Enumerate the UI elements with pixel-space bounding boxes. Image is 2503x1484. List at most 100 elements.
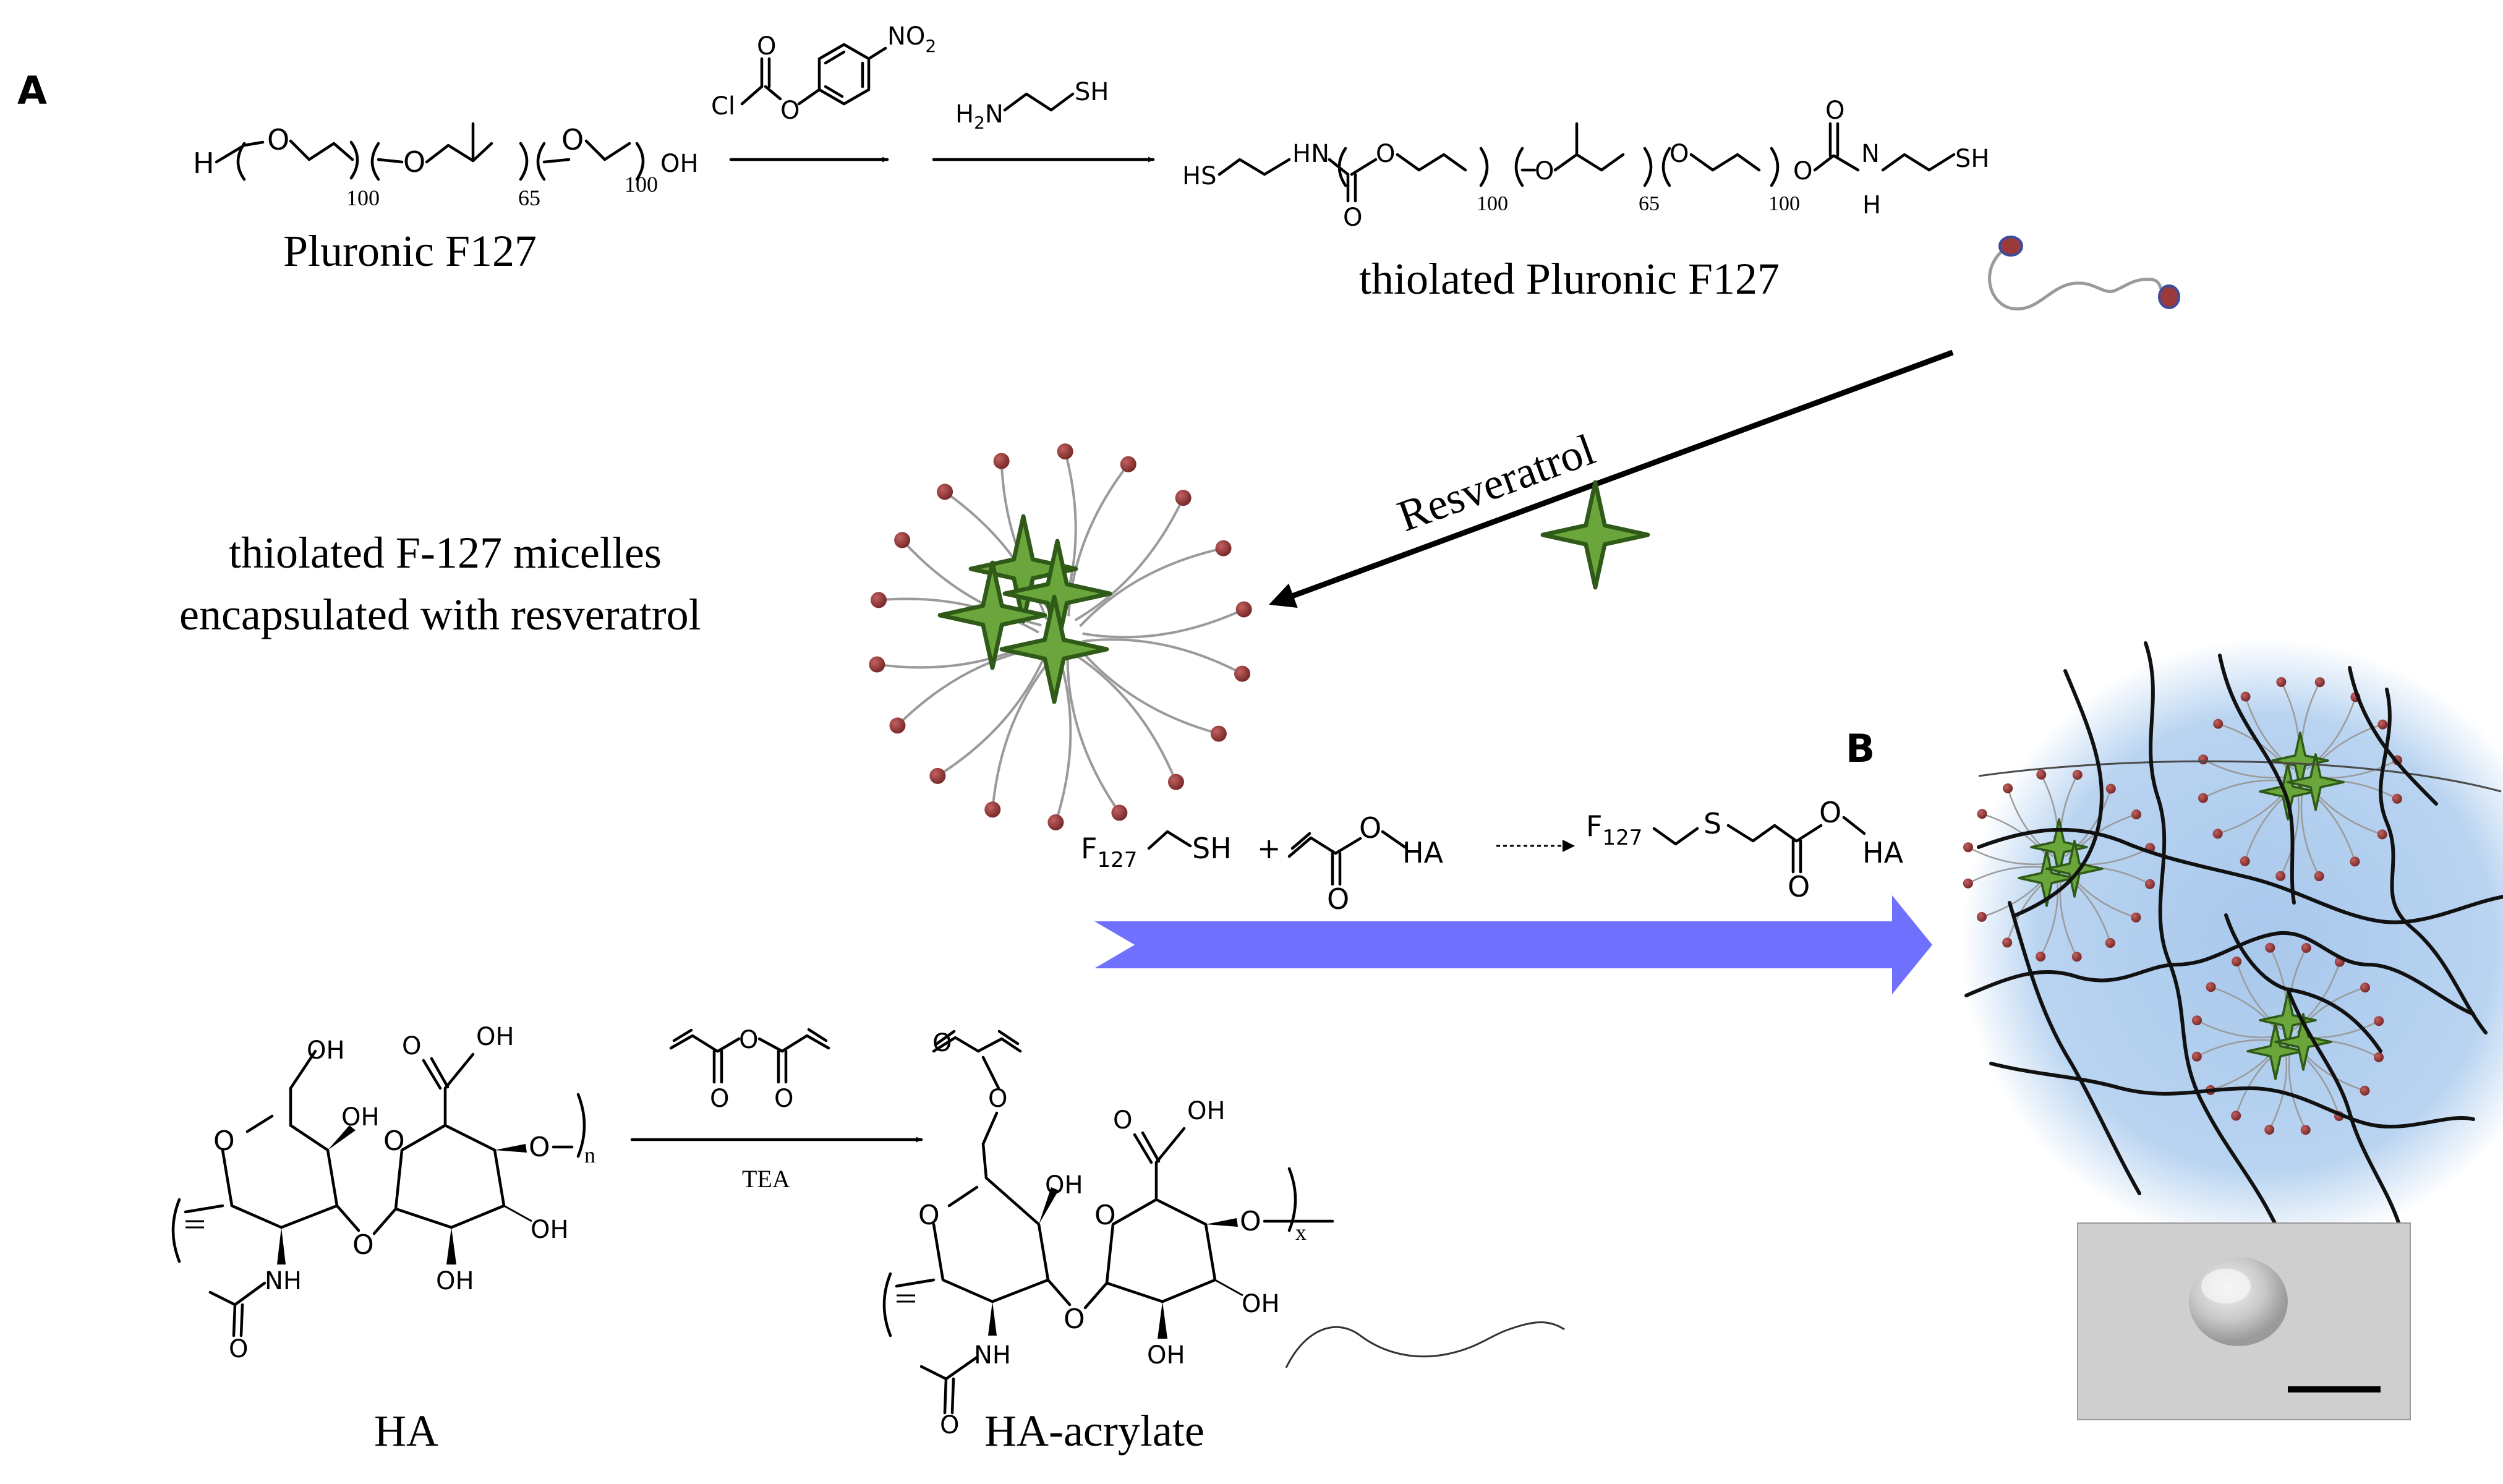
- hac-o-ring2: O: [1094, 1200, 1116, 1231]
- ha-sub-n: n: [584, 1143, 595, 1167]
- thiol-bead: [2212, 829, 2223, 839]
- thiol-bead: [2360, 983, 2371, 993]
- f127-o3: O: [561, 123, 584, 156]
- thiolated-f127-name: thiolated Pluronic F127: [1359, 254, 1780, 304]
- eq-f127-left: F127: [1081, 832, 1137, 872]
- f127-sub-ppo: 65: [518, 186, 540, 210]
- ha-acrylate-structure: O O O OH NH O O O O OH: [882, 1029, 1334, 1439]
- thiol-bead: [1175, 490, 1192, 506]
- hac-oh3: OH: [1242, 1290, 1280, 1318]
- thiol-bead: [1120, 456, 1136, 472]
- thiol-bead: [1963, 842, 1973, 853]
- encapsulation-arrow: [1269, 349, 1954, 608]
- thiol-bead: [2374, 1016, 2384, 1026]
- thiolated-sub3: 100: [1768, 192, 1800, 215]
- scale-bar: [2288, 1386, 2381, 1392]
- thiol-bead: [869, 656, 885, 673]
- thiol-bead: [1210, 725, 1227, 742]
- thiol-bead: [2145, 879, 2155, 889]
- thiol-bead: [2240, 691, 2251, 702]
- thiol-bead: [2350, 856, 2360, 867]
- ha-o-carboxyl: O: [402, 1032, 421, 1060]
- thiol-bead: [2314, 677, 2325, 688]
- cysteamine-sh: SH: [1075, 78, 1109, 106]
- thiol-bead: [929, 767, 946, 784]
- thiolated-chain-cartoon: [1988, 236, 2180, 311]
- micelle-arm: [2059, 876, 2078, 957]
- micelle-arm: [1074, 497, 1185, 621]
- ha-chain-cartoon: [1285, 1321, 1565, 1368]
- thiol-bead: [2360, 1085, 2370, 1096]
- anhydride-o-bridge: O: [739, 1026, 758, 1054]
- thiol-bead: [2314, 871, 2324, 882]
- f127-name: Pluronic F127: [283, 226, 537, 276]
- thiol-bead: [1235, 601, 1252, 618]
- f127-oh: OH: [660, 150, 699, 178]
- micelle-arm: [2269, 1049, 2288, 1130]
- thiol-bead: [2300, 1125, 2311, 1135]
- hac-o-link: O: [1240, 1206, 1261, 1237]
- thiolated-h: H: [1862, 191, 1881, 220]
- ha-o-glyco: O: [352, 1229, 374, 1261]
- micelle-arm: [1079, 547, 1224, 628]
- thiol-bead: [993, 453, 1010, 469]
- micelle-arm: [2280, 790, 2300, 877]
- thiol-bead: [2377, 829, 2387, 840]
- npc-o-ester: O: [780, 96, 800, 125]
- thiol-bead: [937, 484, 953, 500]
- thiol-bead: [2071, 952, 2082, 962]
- nitrophenyl-chloroformate: Cl O O NO2: [711, 22, 936, 125]
- thiolated-sub2: 65: [1639, 192, 1660, 215]
- eq-o-bottom2: O: [1788, 870, 1810, 903]
- thiol-bead: [1047, 814, 1064, 830]
- hac-o-glyco: O: [1064, 1303, 1085, 1335]
- eq-f127-right: F127: [1586, 809, 1642, 850]
- hac-oh2: OH: [1187, 1097, 1226, 1125]
- thiol-ene-equation: F127 SH + O O HA F127 S O O HA: [1081, 796, 1904, 916]
- thiolated-hs: HS: [1182, 162, 1216, 190]
- thiol-bead: [2191, 1015, 2202, 1026]
- thiol-bead: [2301, 942, 2311, 953]
- anhydride-o1: O: [710, 1085, 729, 1113]
- hac-oh4: OH: [1147, 1341, 1185, 1370]
- micelle-arm: [1968, 846, 2049, 866]
- hac-o-acryl2: O: [988, 1085, 1007, 1113]
- thiol-bead: [2377, 719, 2388, 730]
- npc-o-carbonyl: O: [757, 32, 776, 61]
- ha-o-ring1: O: [213, 1125, 235, 1157]
- ha-oh5: OH: [436, 1267, 474, 1295]
- anhydride-o2: O: [774, 1085, 793, 1113]
- tea-label: TEA: [742, 1165, 790, 1193]
- thiolated-o-carbonyl1: O: [1343, 203, 1362, 232]
- thiol-bead: [1234, 665, 1251, 682]
- ha-oh4: OH: [531, 1216, 569, 1244]
- micelle-arm: [2288, 1049, 2306, 1130]
- pluronic-f127-structure: H O 100 O 65 O 100 OH: [193, 122, 699, 210]
- micelle-arm: [1082, 638, 1243, 675]
- thiolated-o2: O: [1535, 157, 1554, 186]
- thiol-bead: [2264, 1125, 2275, 1135]
- eq-o-top: O: [1359, 811, 1381, 845]
- hydrogel-network: [1962, 639, 2503, 1247]
- hac-o-acryl1: O: [932, 1029, 952, 1057]
- f127-sub-peo1: 100: [346, 186, 380, 210]
- thiol-bead: [1215, 540, 1232, 556]
- eq-o-bottom: O: [1327, 882, 1349, 916]
- thiol-bead: [1963, 878, 1973, 889]
- thiol-bead: [2002, 937, 2013, 948]
- thiolated-f127-structure: HS HN O O 100 O 65 O 100 O O N H SH: [1182, 96, 1989, 232]
- eq-s: S: [1703, 807, 1721, 840]
- panel-a-label: A: [17, 68, 47, 113]
- micelle-arm: [878, 597, 1039, 634]
- thiol-bead: [2275, 871, 2286, 881]
- micelle-arm: [1066, 658, 1121, 814]
- ha-nh: NH: [265, 1267, 302, 1295]
- f127-o2: O: [403, 145, 425, 179]
- hac-nh: NH: [974, 1341, 1011, 1370]
- thiol-bead: [2191, 1051, 2202, 1062]
- thiol-bead: [870, 592, 887, 608]
- thiol-bead: [2265, 942, 2275, 953]
- f127-sub-peo2: 100: [625, 172, 658, 197]
- thiol-bead: [1976, 911, 1987, 922]
- thiol-bead: [2131, 809, 2142, 820]
